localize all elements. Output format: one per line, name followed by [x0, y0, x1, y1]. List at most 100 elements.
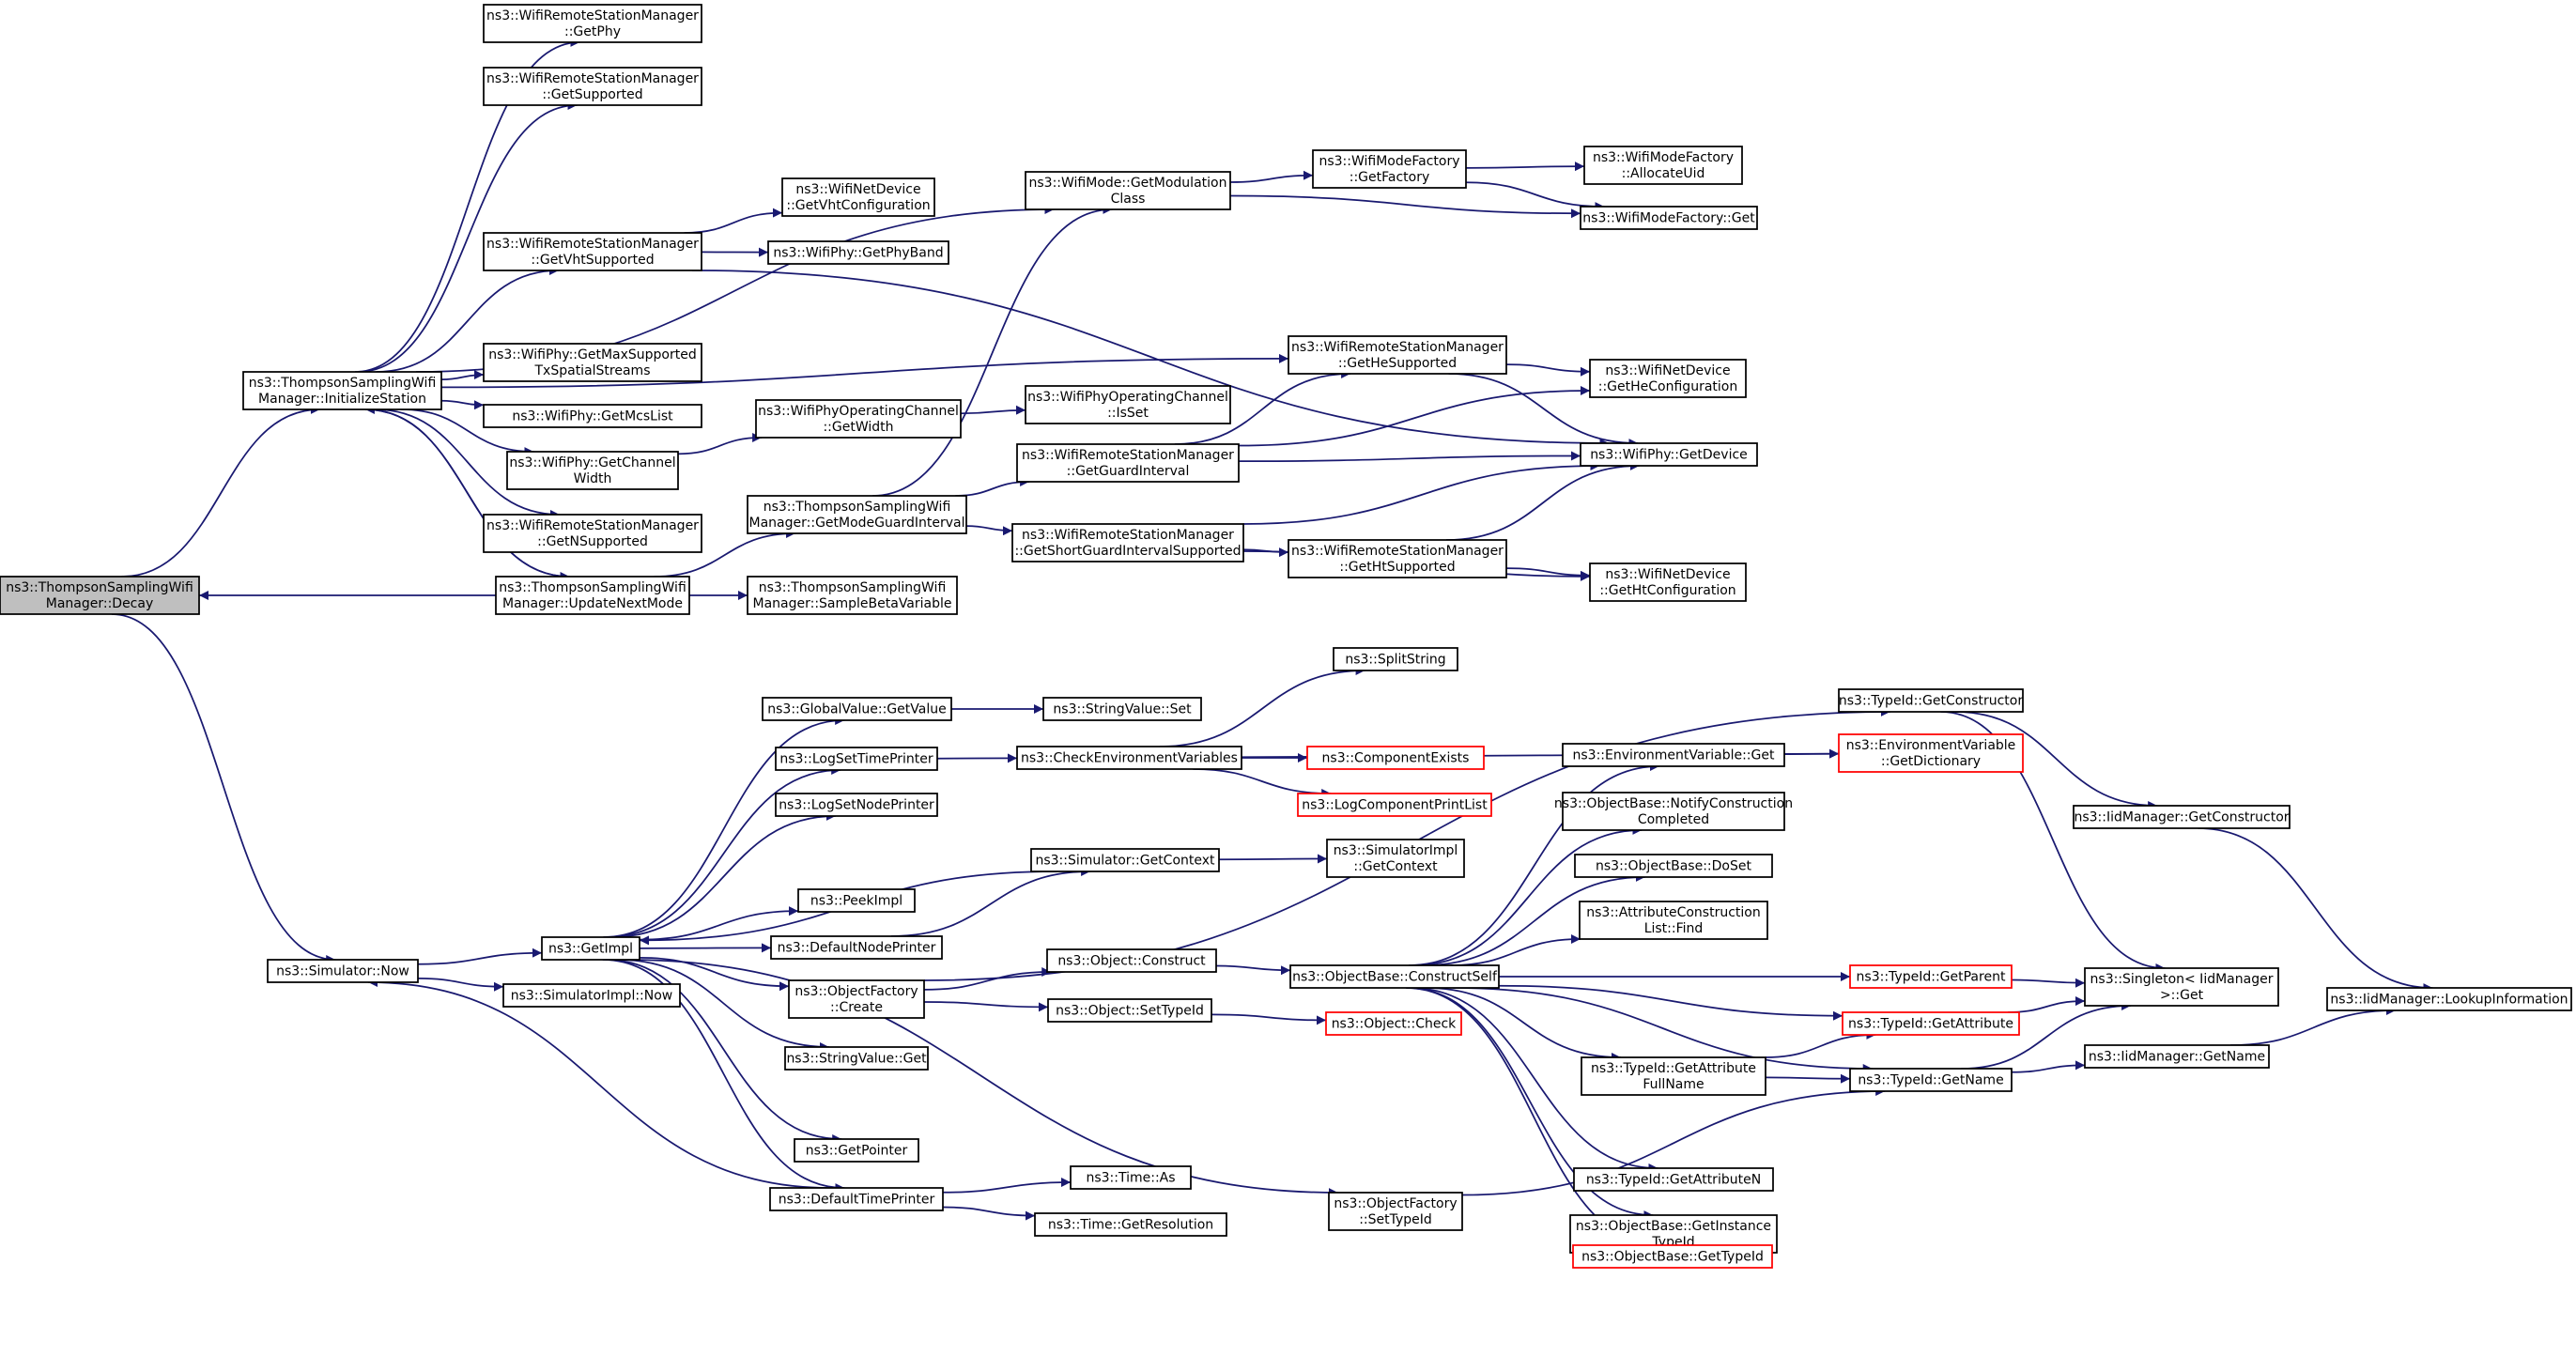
node-label: >::Get [2160, 988, 2204, 1003]
node-simnow[interactable]: ns3::Simulator::Now [267, 959, 419, 983]
node-getimpl[interactable]: ns3::GetImpl [541, 936, 640, 961]
node-tidgetattr[interactable]: ns3::TypeId::GetAttribute [1842, 1011, 2020, 1036]
node-simimplctx[interactable]: ns3::SimulatorImpl::GetContext [1326, 839, 1465, 878]
node-label: ::IsSet [1107, 406, 1149, 421]
node-singletonget[interactable]: ns3::Singleton< IidManager>::Get [2084, 967, 2279, 1007]
edge-getmodegi-to-getsgisup [965, 525, 1013, 536]
node-ofcreate[interactable]: ns3::ObjectFactory::Create [788, 979, 925, 1019]
edge-line [684, 208, 783, 234]
node-simgetctx[interactable]: ns3::Simulator::GetContext [1030, 848, 1220, 872]
node-getnsup[interactable]: ns3::WifiRemoteStationManager::GetNSuppo… [483, 514, 702, 553]
node-modefactory[interactable]: ns3::WifiModeFactory::GetFactory [1312, 149, 1467, 189]
node-box [483, 514, 702, 553]
node-getvhtconf[interactable]: ns3::WifiNetDevice::GetVhtConfiguration [781, 177, 935, 217]
node-getmaxss[interactable]: ns3::WifiPhy::GetMaxSupportedTxSpatialSt… [483, 343, 702, 382]
node-tidgetname[interactable]: ns3::TypeId::GetName [1849, 1068, 2013, 1092]
node-defnp[interactable]: ns3::DefaultNodePrinter [770, 935, 943, 960]
node-objbasecs[interactable]: ns3::ObjectBase::ConstructSelf [1289, 964, 1500, 989]
node-label: ns3::ComponentExists [1322, 751, 1470, 766]
node-objsettid[interactable]: ns3::Object::SetTypeId [1047, 998, 1212, 1023]
node-heconf[interactable]: ns3::WifiNetDevice::GetHeConfiguration [1589, 359, 1747, 398]
node-box [755, 399, 962, 439]
edge-tidgetctor-to-iidgetctor [1954, 711, 2158, 810]
edge-line [1409, 762, 1659, 966]
node-box [767, 240, 949, 265]
node-label: ::GetShortGuardIntervalSupported [1014, 544, 1241, 559]
edge-line [1229, 194, 1581, 219]
node-timeas[interactable]: ns3::Time::As [1070, 1165, 1192, 1190]
node-label: ns3::LogSetTimePrinter [779, 752, 933, 767]
node-tidgetctor[interactable]: ns3::TypeId::GetConstructor [1838, 688, 2024, 713]
node-allocuid[interactable]: ns3::WifiModeFactory::AllocateUid [1583, 146, 1743, 185]
node-iidgetname[interactable]: ns3::IidManager::GetName [2084, 1044, 2270, 1069]
edge-initsta-to-hesup [440, 353, 1289, 389]
node-logtp[interactable]: ns3::LogSetTimePrinter [775, 747, 938, 771]
node-label: ns3::Object::Check [1332, 1017, 1457, 1032]
edge-line [357, 100, 578, 373]
node-getmcslist[interactable]: ns3::WifiPhy::GetMcsList [483, 404, 702, 428]
node-mfget[interactable]: ns3::WifiModeFactory::Get [1580, 206, 1758, 230]
node-doset[interactable]: ns3::ObjectBase::DoSet [1574, 854, 1773, 878]
node-svget[interactable]: ns3::StringValue::Get [784, 1046, 929, 1071]
node-label: ns3::WifiPhy::GetPhyBand [773, 246, 943, 261]
node-timeres[interactable]: ns3::Time::GetResolution [1034, 1212, 1227, 1237]
node-logcpl[interactable]: ns3::LogComponentPrintList [1297, 793, 1492, 817]
node-htsup[interactable]: ns3::WifiRemoteStationManager::GetHtSupp… [1288, 539, 1507, 578]
node-opchwidth[interactable]: ns3::WifiPhyOperatingChannel::GetWidth [755, 399, 962, 439]
node-label: ns3::ThompsonSamplingWifi [759, 580, 947, 595]
node-opchisset[interactable]: ns3::WifiPhyOperatingChannel::IsSet [1025, 385, 1231, 424]
edge-line [1174, 369, 1351, 445]
node-getdevice[interactable]: ns3::WifiPhy::GetDevice [1580, 442, 1758, 467]
node-obgettid[interactable]: ns3::ObjectBase::GetTypeId [1572, 1244, 1773, 1269]
node-peekimpl[interactable]: ns3::PeekImpl [797, 888, 916, 913]
edge-line [654, 529, 796, 578]
node-getphy[interactable]: ns3::WifiRemoteStationManager::GetPhy [483, 4, 702, 43]
edge-htsup-to-getdevice [1446, 461, 1640, 541]
node-notifycc[interactable]: ns3::ObjectBase::NotifyConstructionCompl… [1554, 792, 1793, 831]
node-svset[interactable]: ns3::StringValue::Set [1042, 697, 1202, 721]
node-envgetdict[interactable]: ns3::EnvironmentVariable::GetDictionary [1838, 733, 2024, 773]
node-deftp[interactable]: ns3::DefaultTimePrinter [769, 1187, 944, 1211]
node-getmodegi[interactable]: ns3::ThompsonSamplingWifiManager::GetMod… [747, 495, 967, 534]
node-iidlookup[interactable]: ns3::IidManager::LookupInformation [2326, 987, 2572, 1011]
node-gvget[interactable]: ns3::GlobalValue::GetValue [762, 697, 952, 721]
node-getvhtsup[interactable]: ns3::WifiRemoteStationManager::GetVhtSup… [483, 232, 702, 271]
node-compexists[interactable]: ns3::ComponentExists [1306, 746, 1485, 770]
node-tidgetparent[interactable]: ns3::TypeId::GetParent [1849, 964, 2013, 989]
node-simimplnow[interactable]: ns3::SimulatorImpl::Now [502, 983, 681, 1008]
node-splitstr[interactable]: ns3::SplitString [1333, 647, 1458, 671]
node-ofsettid[interactable]: ns3::ObjectFactory::SetTypeId [1328, 1192, 1463, 1231]
edge-line [611, 811, 836, 938]
node-objcheck[interactable]: ns3::Object::Check [1325, 1011, 1462, 1036]
node-getattrn[interactable]: ns3::TypeId::GetAttributeN [1573, 1167, 1774, 1192]
node-lognp[interactable]: ns3::LogSetNodePrinter [775, 793, 938, 817]
edge-line [1765, 1073, 1851, 1084]
node-getphyband[interactable]: ns3::WifiPhy::GetPhyBand [767, 240, 949, 265]
node-getsupported[interactable]: ns3::WifiRemoteStationManager::GetSuppor… [483, 67, 702, 106]
node-samplebeta[interactable]: ns3::ThompsonSamplingWifiManager::Sample… [747, 576, 958, 615]
node-initsta[interactable]: ns3::ThompsonSamplingWifiManager::Initia… [242, 371, 442, 410]
edge-line [603, 716, 845, 938]
edge-line [890, 867, 1091, 937]
node-iidgetctor[interactable]: ns3::IidManager::GetConstructor [2073, 805, 2291, 829]
node-label: ns3::CheckEnvironmentVariables [1021, 751, 1238, 766]
node-getsgisup[interactable]: ns3::WifiRemoteStationManager::GetShortG… [1011, 523, 1244, 562]
node-envget[interactable]: ns3::EnvironmentVariable::Get [1562, 743, 1785, 767]
node-objconstruct[interactable]: ns3::Object::Construct [1046, 948, 1217, 973]
node-label: ns3::WifiRemoteStationManager [1291, 544, 1504, 559]
node-htconf[interactable]: ns3::WifiNetDevice::GetHtConfiguration [1589, 562, 1747, 602]
node-updnext[interactable]: ns3::ThompsonSamplingWifiManager::Update… [495, 576, 690, 615]
node-getgi[interactable]: ns3::WifiRemoteStationManager::GetGuardI… [1016, 443, 1240, 483]
node-hesup[interactable]: ns3::WifiRemoteStationManager::GetHeSupp… [1288, 335, 1507, 375]
node-checkenv[interactable]: ns3::CheckEnvironmentVariables [1016, 746, 1242, 770]
edge-getmodclass-to-modefactory [1229, 170, 1314, 183]
edge-getgi-to-hesup [1174, 369, 1351, 445]
node-getpointer[interactable]: ns3::GetPointer [794, 1138, 919, 1163]
edge-objsettid-to-objcheck [1211, 1013, 1327, 1025]
node-label: Width [574, 471, 612, 486]
